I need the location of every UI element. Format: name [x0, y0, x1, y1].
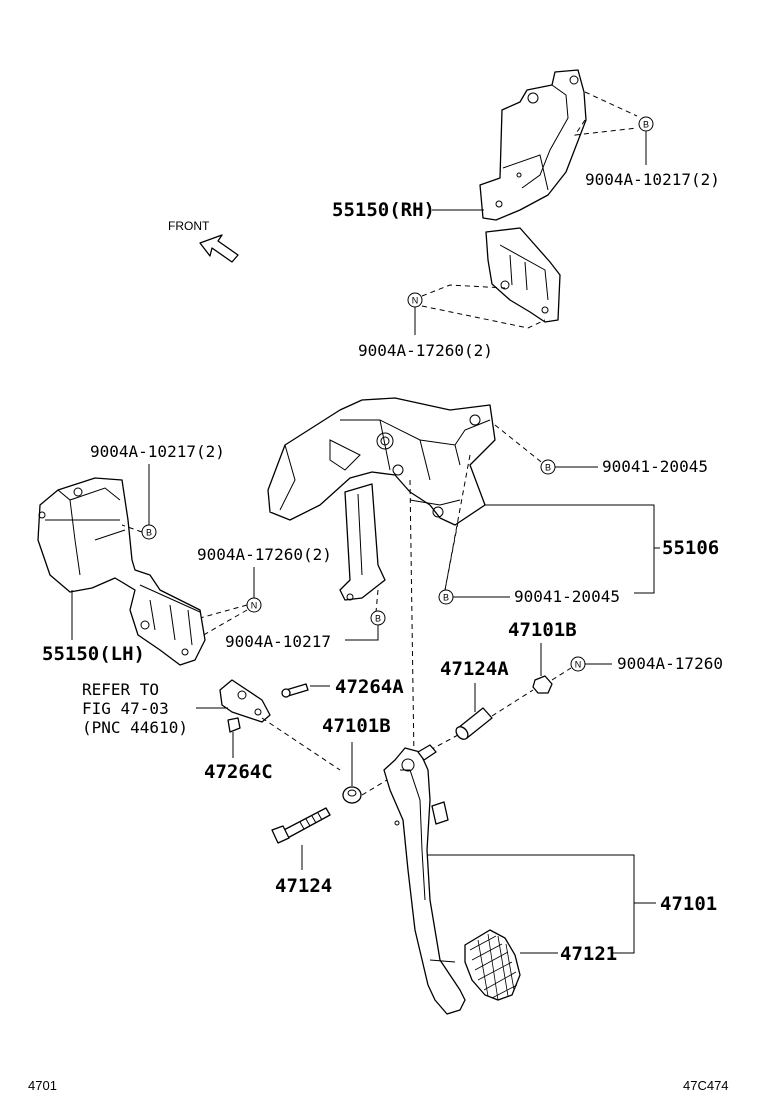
label-47101b-left: 47101B	[322, 715, 391, 737]
label-90041-20045-b: 90041-20045	[514, 587, 620, 606]
label-47124a: 47124A	[440, 658, 509, 680]
bushing-47101b-right	[532, 675, 553, 694]
front-label: FRONT	[168, 219, 210, 233]
label-47264c: 47264C	[204, 761, 273, 783]
callout-b-5-text: B	[146, 528, 152, 538]
callout-n-2-text: N	[251, 601, 258, 611]
footer-right: 47C474	[683, 1078, 729, 1093]
label-47101b-right: 47101B	[508, 619, 577, 641]
callout-b-1-text: B	[643, 120, 649, 130]
callout-b-3-text: B	[443, 593, 449, 603]
callout-n-1-text: N	[412, 296, 419, 306]
bracket-55106	[267, 397, 496, 601]
label-90041-20045-a: 90041-20045	[602, 457, 708, 476]
pedal-pad-47121	[464, 929, 521, 1001]
front-arrow-icon	[199, 234, 239, 263]
label-9004a-17260-2-mid: 9004A-17260(2)	[197, 545, 332, 564]
label-55106: 55106	[662, 537, 719, 559]
label-47101: 47101	[660, 893, 717, 915]
label-47264a: 47264A	[335, 676, 404, 698]
label-55150-rh: 55150(RH)	[332, 199, 435, 221]
bolt-47124	[271, 807, 331, 844]
callout-b-2-text: B	[545, 463, 551, 473]
label-47124: 47124	[275, 875, 332, 897]
label-9004a-17260-2-top: 9004A-17260(2)	[358, 341, 493, 360]
label-47121: 47121	[560, 943, 617, 965]
pin-47264a	[281, 683, 309, 698]
callout-b-4-text: B	[375, 614, 381, 624]
label-9004a-10217-2-left: 9004A-10217(2)	[90, 442, 225, 461]
label-9004a-17260: 9004A-17260	[617, 654, 723, 673]
clevis-assembly	[219, 679, 271, 733]
sleeve-47124a	[455, 707, 493, 740]
label-9004a-10217: 9004A-10217	[225, 632, 331, 651]
callout-n-3-text: N	[575, 660, 582, 670]
label-9004a-10217-2-top: 9004A-10217(2)	[585, 170, 720, 189]
bracket-55150-rh	[479, 69, 587, 323]
refer-line-1: REFER TO	[82, 680, 159, 699]
bushing-47101b-left	[342, 786, 362, 804]
bracket-55150-lh	[37, 477, 206, 666]
refer-line-3: (PNC 44610)	[82, 718, 188, 737]
label-55150-lh: 55150(LH)	[42, 643, 145, 665]
front-arrow: FRONT	[168, 219, 239, 263]
refer-line-2: FIG 47-03	[82, 699, 169, 718]
footer-left: 4701	[28, 1078, 57, 1093]
pedal-lever-47101	[383, 744, 466, 1015]
